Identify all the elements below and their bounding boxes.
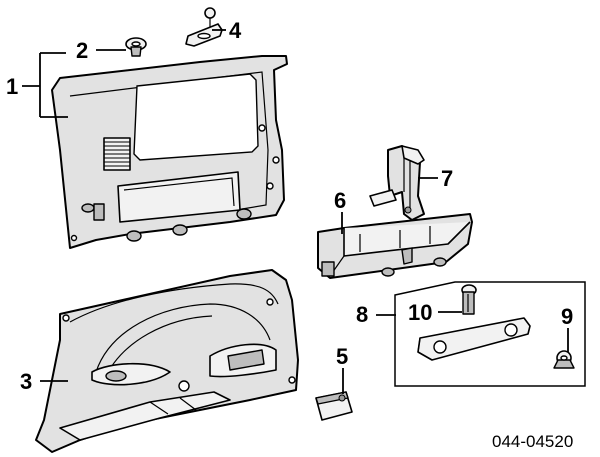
callout-7: 7	[441, 166, 453, 191]
clip-part-2	[125, 37, 147, 57]
callout-3: 3	[20, 369, 32, 394]
callout-5: 5	[336, 344, 348, 369]
lower-trim-panel	[35, 269, 299, 453]
diagram-code: 044-04520	[492, 432, 573, 451]
cap-part-5	[315, 391, 353, 421]
callout-4: 4	[229, 18, 242, 43]
cover-plate	[417, 317, 531, 361]
fastener-part-9	[553, 350, 575, 369]
bracket-part-4	[185, 7, 223, 47]
callout-6: 6	[334, 188, 346, 213]
callout-8: 8	[356, 302, 368, 327]
clip-part-10	[461, 284, 477, 315]
callout-9: 9	[561, 304, 573, 329]
callout-1: 1	[6, 74, 18, 99]
callout-2: 2	[76, 38, 88, 63]
callout-labels: 1 2 3 4 5 6 7 8 9 10	[6, 18, 573, 394]
vent-grille	[104, 141, 130, 167]
upper-trim-panel	[51, 55, 288, 249]
leader-lines	[22, 29, 569, 394]
support-bracket	[369, 145, 425, 221]
callout-10: 10	[408, 300, 432, 325]
detail-box	[394, 281, 586, 387]
storage-tray	[317, 213, 473, 279]
